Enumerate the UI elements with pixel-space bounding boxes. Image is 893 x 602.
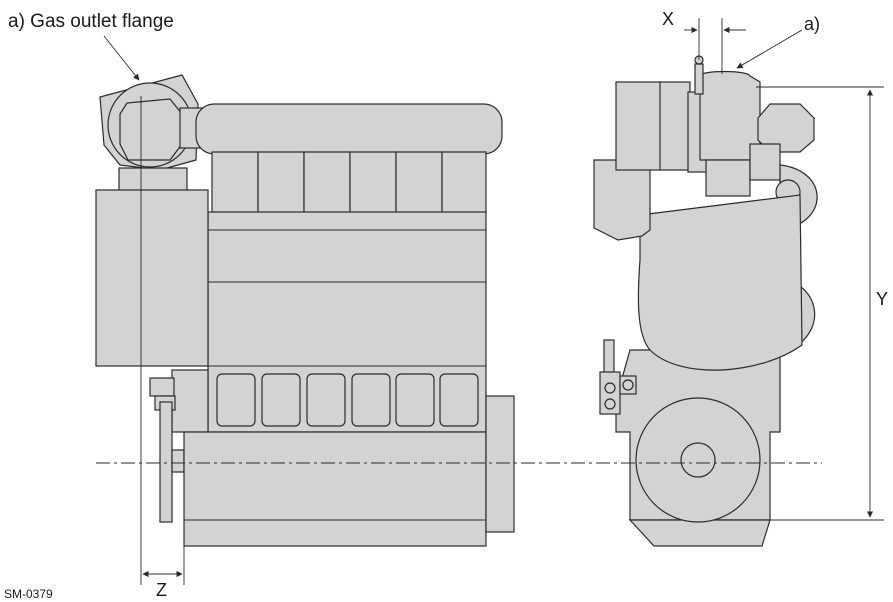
engine-side-view <box>95 74 515 585</box>
gas-outlet-leader <box>103 35 140 81</box>
drawing-id: SM-0379 <box>4 587 53 601</box>
engine-end-view <box>593 18 818 547</box>
cylinder-heads <box>211 151 487 215</box>
gas-outlet-label: a) Gas outlet flange <box>8 11 174 32</box>
charge-air-cooler <box>95 189 209 367</box>
dimension-z-label: Z <box>156 580 167 600</box>
sump-end <box>628 519 771 547</box>
oil-sump <box>183 431 487 547</box>
turbocharger-side <box>99 74 203 192</box>
dimension-y <box>756 86 884 521</box>
pump-bracket <box>159 401 173 523</box>
crankcase-covers <box>216 373 479 427</box>
a-marker-leader <box>736 29 803 69</box>
end-block-upper <box>637 194 803 371</box>
turbocharger-end <box>615 55 815 197</box>
a-marker-label: a) <box>804 14 820 34</box>
dimension-x-label: X <box>662 9 674 29</box>
exhaust-manifold <box>195 103 503 155</box>
dimension-y-label: Y <box>876 289 888 309</box>
flywheel-housing <box>485 395 515 533</box>
